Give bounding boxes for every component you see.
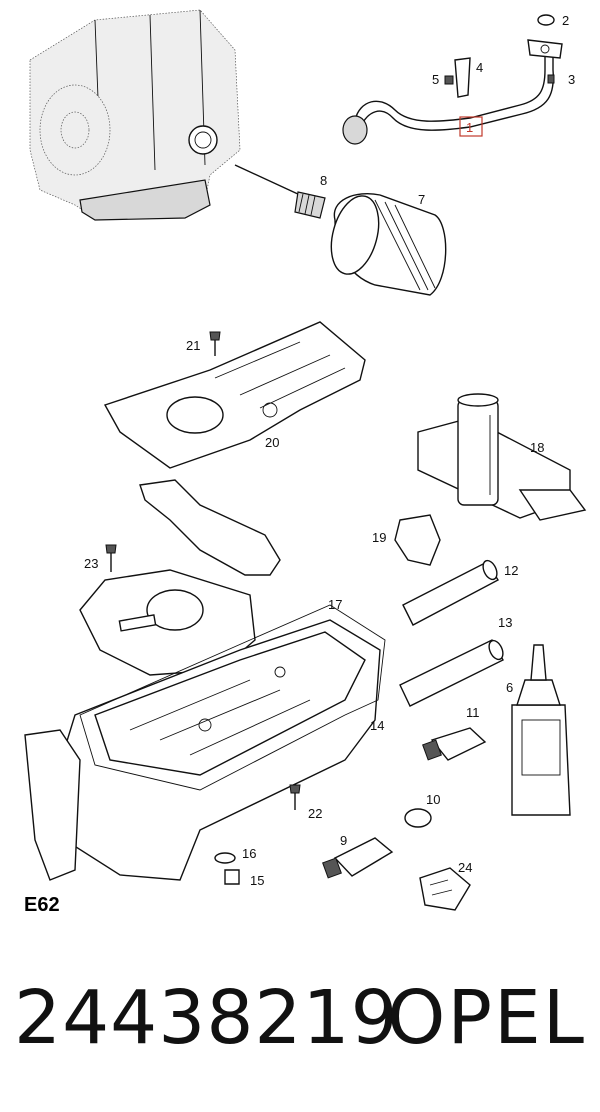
callout-1-highlight-box [459,116,483,137]
seal-ring-part-10[interactable] [404,808,432,828]
oil-bottle-part-6[interactable] [511,644,571,816]
seal-ring-part-16[interactable] [214,852,236,864]
threaded-nipple-part-8[interactable] [294,191,326,219]
exploded-parts-diagram: 1 2 3 4 5 6 7 8 9 10 11 12 13 14 15 16 1… [24,9,587,911]
clip-part-19[interactable] [394,514,441,566]
callout-18[interactable]: 18 [530,440,544,455]
bolt-part-21[interactable] [209,331,221,356]
tube-part-12[interactable] [402,558,500,626]
bracket [139,479,281,576]
gasket-plate [79,569,256,676]
bolt-part-22[interactable] [289,784,301,810]
callout-22[interactable]: 22 [308,806,322,821]
callout-16[interactable]: 16 [242,846,256,861]
oil-pressure-switch-part-9[interactable] [322,837,394,879]
callout-15[interactable]: 15 [250,873,264,888]
callout-1[interactable]: 1 [466,120,473,135]
seal-ring-part-2[interactable] [537,14,555,26]
callout-4[interactable]: 4 [476,60,483,75]
bolt-part-23[interactable] [105,544,117,572]
connector-part-24[interactable] [419,867,471,911]
drain-plug-part-15[interactable] [224,869,240,885]
callout-14[interactable]: 14 [370,718,384,733]
callout-20[interactable]: 20 [265,435,279,450]
callout-6[interactable]: 6 [506,680,513,695]
tube-part-13[interactable] [399,638,506,707]
callout-11[interactable]: 11 [466,705,480,720]
callout-2[interactable]: 2 [562,13,569,28]
callout-7[interactable]: 7 [418,192,425,207]
brand-name: OPEL [387,975,586,1061]
callout-13[interactable]: 13 [498,615,512,630]
callout-labels: 1 2 3 4 5 6 7 8 9 10 11 12 13 14 15 16 1… [84,13,575,888]
callout-8[interactable]: 8 [320,173,327,188]
oil-pan-part-14[interactable] [24,619,381,881]
callout-9[interactable]: 9 [340,833,347,848]
oil-filter-part-7[interactable] [323,191,447,296]
part-number: 24438219 [14,975,399,1061]
callout-12[interactable]: 12 [504,563,518,578]
bracket-part-4[interactable] [454,57,471,98]
sealant-kit-part-18[interactable] [417,393,587,521]
callout-24[interactable]: 24 [458,860,472,875]
baffle-plate-part-20[interactable] [103,321,366,469]
footer: 24438219 OPEL [0,975,600,1085]
callout-19[interactable]: 19 [372,530,386,545]
callout-10[interactable]: 10 [426,792,440,807]
oil-pressure-switch-part-11[interactable] [422,727,487,761]
bolt-part-5[interactable] [444,75,454,85]
callout-21[interactable]: 21 [186,338,200,353]
bolt-part-3[interactable] [547,74,555,84]
oil-pipe-part-1[interactable] [342,39,563,145]
oil-pan-gasket-part-17[interactable] [79,604,386,791]
callout-5[interactable]: 5 [432,72,439,87]
engine-block-illustration [29,9,301,221]
callout-3[interactable]: 3 [568,72,575,87]
section-code-label: E62 [24,894,60,916]
callout-17[interactable]: 17 [328,597,342,612]
callout-23[interactable]: 23 [84,556,98,571]
